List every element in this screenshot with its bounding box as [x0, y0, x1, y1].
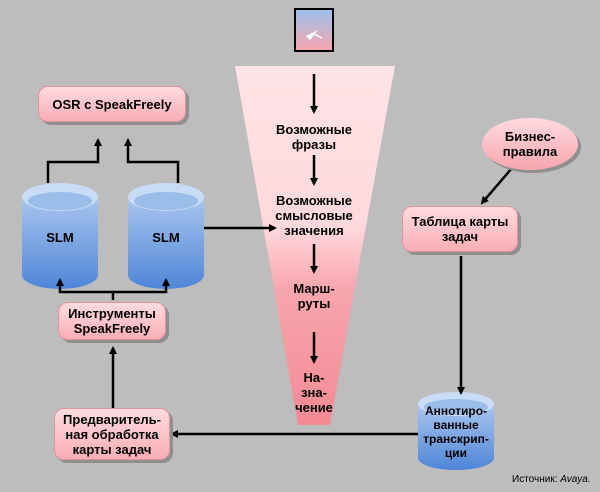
funnel-phrases-label: Возможные фразы: [276, 122, 352, 152]
arrow-slm-left-to-osr-a: [46, 138, 102, 183]
slm-right-label: SLM: [152, 230, 180, 245]
preprocess-label: Предваритель- ная обработка карты задач: [63, 411, 161, 457]
funnel-routes-label: Марш- руты: [293, 281, 335, 311]
tools-box: Инструменты SpeakFreely: [58, 302, 166, 340]
osr-box: OSR с SpeakFreely: [38, 86, 186, 122]
slm-left-label: SLM: [46, 230, 74, 245]
funnel-meanings-label: Возможные смысловые значения: [275, 193, 353, 238]
annotated-label: Аннотиро- ванные транскрип- ции: [423, 404, 489, 460]
slm-right-cylinder: [128, 183, 204, 289]
arrow-tools-to-slm-right: [113, 278, 170, 294]
arrow-rules-to-table: [480, 167, 513, 205]
source-name: Avaya.: [560, 474, 591, 485]
task-table-box: Таблица карты задач: [402, 206, 518, 252]
osr-label: OSR с SpeakFreely: [52, 96, 172, 112]
annotated-cylinder: [418, 392, 494, 470]
business-rules-label: Бизнес- правила: [502, 129, 558, 159]
task-table-label: Таблица карты задач: [411, 214, 509, 244]
preprocess-box: Предваритель- ная обработка карты задач: [54, 408, 170, 460]
source-caption: Источник: Avaya.: [512, 474, 591, 485]
funnel-destination-label: На- зна- чение: [295, 370, 333, 415]
arrow-slm-right-to-osr: [124, 138, 180, 183]
arrow-tools-to-slm-left: [56, 278, 115, 300]
document-icon: [294, 8, 334, 52]
business-rules-oval: Бизнес- правила: [482, 118, 578, 170]
slm-left-cylinder: [22, 183, 98, 289]
source-prefix: Источник:: [512, 474, 561, 485]
tools-label: Инструменты SpeakFreely: [68, 306, 156, 336]
